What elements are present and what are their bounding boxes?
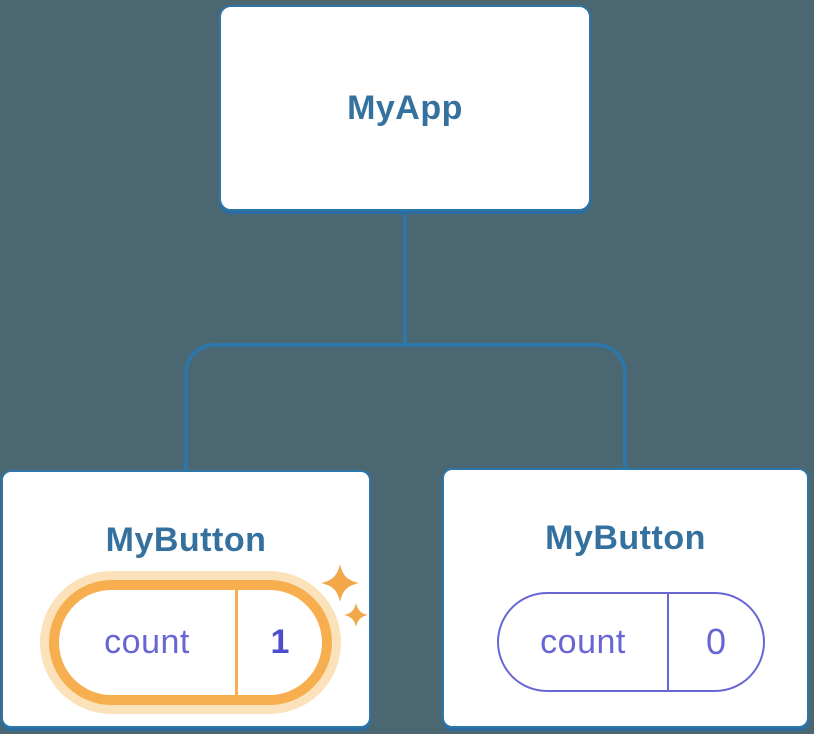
state-value-label: 0	[705, 621, 727, 662]
component-name-label: MyButton	[105, 521, 267, 559]
component-node-child-highlighted: MyButton count 1	[1, 470, 371, 728]
state-divider	[667, 594, 669, 690]
component-node-root: MyApp	[219, 5, 591, 211]
state-badge-highlighted: count 1	[49, 580, 332, 705]
component-name-label: MyApp	[347, 89, 463, 127]
component-node-child-normal: MyButton count 0	[442, 468, 809, 728]
component-name-label: MyButton	[545, 519, 706, 557]
sparkle-small-icon	[344, 603, 368, 627]
connector-root-stem	[403, 211, 407, 347]
connector-branch-bracket	[184, 343, 627, 470]
state-value-label: 1	[270, 623, 290, 661]
state-key-label: count	[104, 623, 190, 661]
state-divider	[235, 590, 238, 695]
state-key-label: count	[540, 622, 626, 661]
state-badge: count 0	[497, 592, 765, 692]
sparkle-icon	[321, 564, 368, 627]
sparkle-large-icon	[321, 564, 359, 602]
